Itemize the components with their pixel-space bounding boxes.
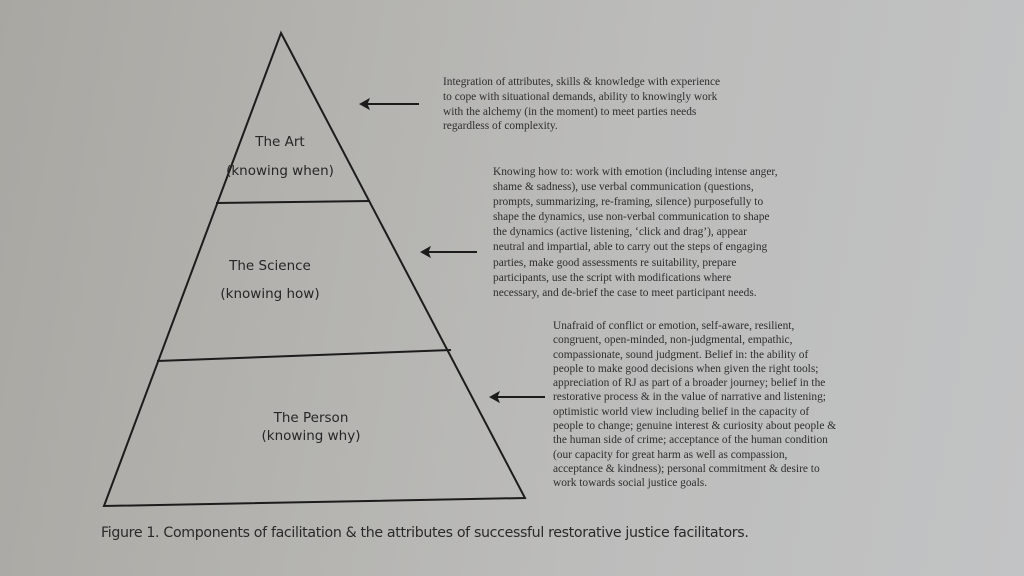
figure-caption: Figure 1. Components of facilitation & t… [101, 525, 749, 541]
description-line: people to make good decisions when given… [553, 362, 819, 375]
tier-person-name: The Person [273, 410, 349, 426]
description-line: Knowing how to: work with emotion (inclu… [493, 166, 778, 178]
description-line: people to change; genuine interest & cur… [553, 420, 837, 433]
description-line: (our capacity for great harm as well as … [553, 448, 788, 461]
description-line: parties, make good assessments re suitab… [493, 256, 737, 269]
description-line: the dynamics (active listening, ‘click a… [493, 226, 747, 239]
tier-science-name: The Science [229, 258, 311, 274]
description-line: congruent, open-minded, non-judgmental, … [553, 334, 793, 347]
description-line: optimistic world view including belief i… [553, 405, 810, 418]
description-line: necessary, and de-brief the case to meet… [493, 286, 757, 299]
description-line: Integration of attributes, skills & know… [443, 76, 721, 88]
arrow-icon-science [419, 245, 477, 259]
pyramid-outline [102, 30, 527, 508]
tier-art-description: Integration of attributes, skills & know… [443, 75, 720, 134]
description-line: shape the dynamics, use non-verbal commu… [493, 211, 770, 224]
description-line: compassionate, sound judgment. Belief in… [553, 348, 809, 361]
description-line: regardless of complexity. [443, 120, 558, 133]
tier-divider-lower [156, 349, 452, 362]
tier-science-description: Knowing how to: work with emotion (inclu… [493, 165, 778, 301]
arrow-icon-art [358, 97, 419, 111]
arrow-icon-person [488, 390, 545, 404]
tier-person-label: The Person (knowing why) [241, 410, 381, 444]
description-line: to cope with situational demands, abilit… [443, 90, 718, 103]
description-line: neutral and impartial, able to carry out… [493, 241, 768, 254]
description-line: Unafraid of conflict or emotion, self-aw… [553, 320, 795, 332]
figure-caption-label: Figure 1. [101, 525, 160, 541]
description-line: participants, use the script with modifi… [493, 271, 732, 284]
description-line: the human side of crime; acceptance of t… [553, 434, 828, 447]
description-line: shame & sadness), use verbal communicati… [493, 181, 754, 194]
description-line: appreciation of RJ as part of a broader … [553, 377, 826, 390]
tier-science-subtitle: (knowing how) [220, 285, 320, 302]
description-line: restorative process & in the value of na… [553, 391, 826, 404]
tier-person-subtitle: (knowing why) [261, 427, 361, 444]
description-line: work towards social justice goals. [553, 477, 708, 490]
tier-divider-upper [215, 200, 371, 204]
tier-person-description: Unafraid of conflict or emotion, self-aw… [553, 319, 836, 491]
figure-caption-text: Components of facilitation & the attribu… [163, 525, 749, 541]
tier-science-label: The Science (knowing how) [200, 258, 340, 302]
tier-art-label: The Art (knowing when) [210, 134, 350, 179]
tier-art-subtitle: (knowing when) [226, 162, 334, 179]
tier-art-name: The Art [255, 134, 305, 150]
description-line: with the alchemy (in the moment) to meet… [443, 105, 697, 118]
description-line: acceptance & kindness); personal commitm… [553, 462, 820, 475]
description-line: prompts, summarizing, re-framing, silenc… [493, 196, 764, 209]
